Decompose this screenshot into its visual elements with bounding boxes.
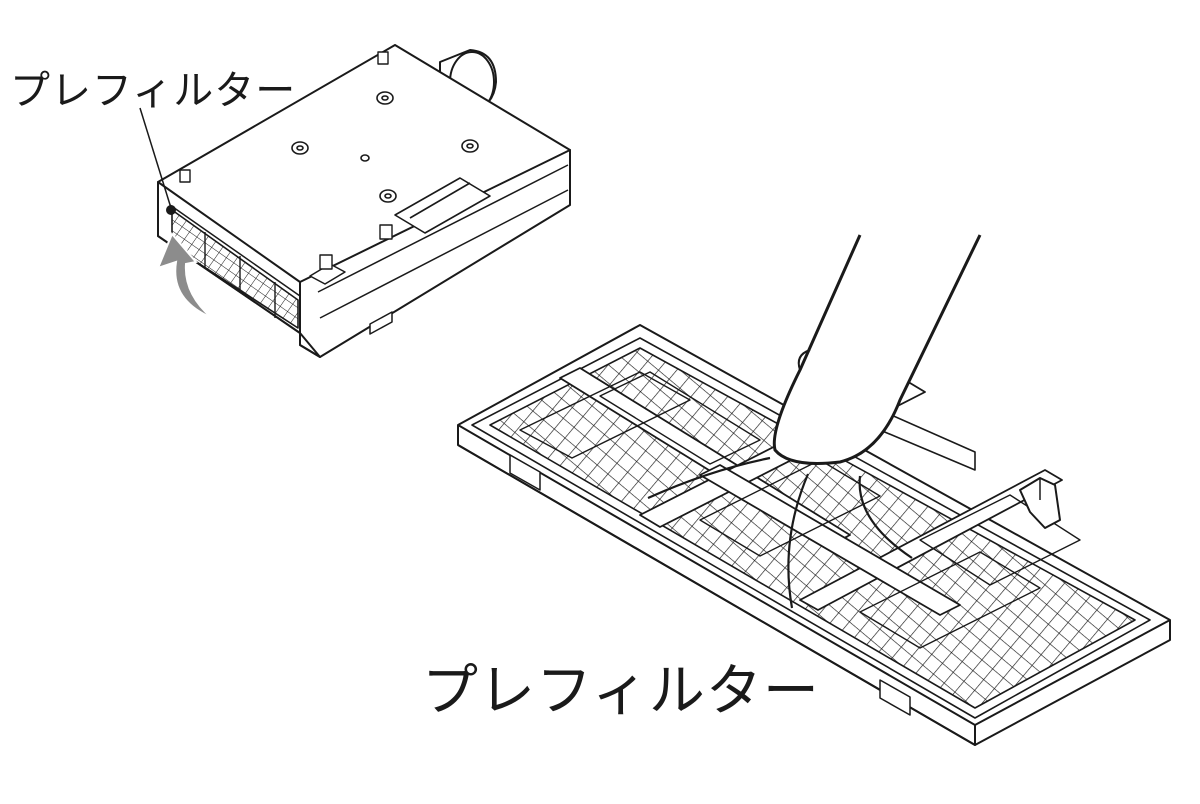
pre-filter-callout-label: プレフィルター <box>10 68 297 114</box>
pre-filter-caption-label: プレフィルター <box>422 659 820 724</box>
lock-slot <box>394 177 491 234</box>
removal-arrow <box>156 232 213 319</box>
projector-unit <box>157 44 571 358</box>
callout-leader-line <box>139 107 172 209</box>
vacuum-nozzle <box>772 234 982 465</box>
screw-holes <box>291 91 479 203</box>
callout-dot <box>166 205 176 215</box>
suction-streaks <box>647 456 913 609</box>
